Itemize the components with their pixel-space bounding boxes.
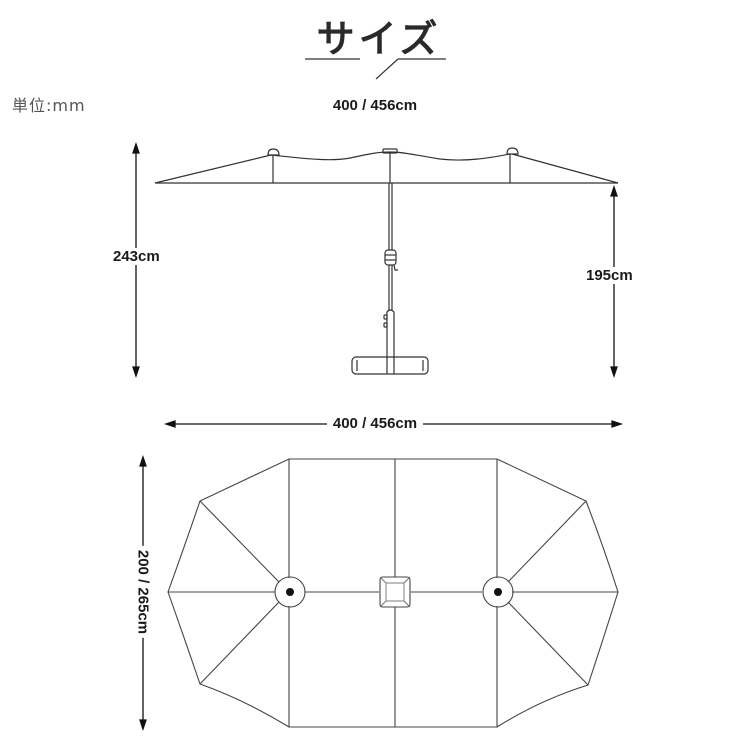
crank-handle	[384, 249, 397, 266]
top-view-umbrella	[167, 458, 619, 728]
height-dimension-arrows	[132, 141, 618, 379]
top-view-width-label-wrap: 400 / 456cm	[0, 415, 750, 432]
center-hub	[379, 576, 411, 608]
top-view-depth-label: 200 / 265cm	[134, 545, 152, 639]
top-view-width-label: 400 / 456cm	[326, 415, 424, 432]
clearance-height-label: 195cm	[582, 267, 637, 284]
umbrella-base	[351, 356, 429, 375]
page-title: サイズ	[316, 17, 442, 61]
hub-left-dot	[286, 588, 294, 596]
total-height-label: 243cm	[109, 248, 164, 265]
title-underline	[305, 58, 446, 80]
finial-right	[506, 147, 519, 155]
unit-label: 単位:mm	[12, 96, 86, 115]
side-view-width-label: 400 / 456cm	[332, 97, 418, 114]
hub-right	[482, 576, 514, 608]
side-view-umbrella	[154, 147, 619, 375]
finial-left	[267, 148, 280, 156]
hub-left	[274, 576, 306, 608]
finial-center	[382, 148, 398, 154]
hub-right-dot	[494, 588, 502, 596]
